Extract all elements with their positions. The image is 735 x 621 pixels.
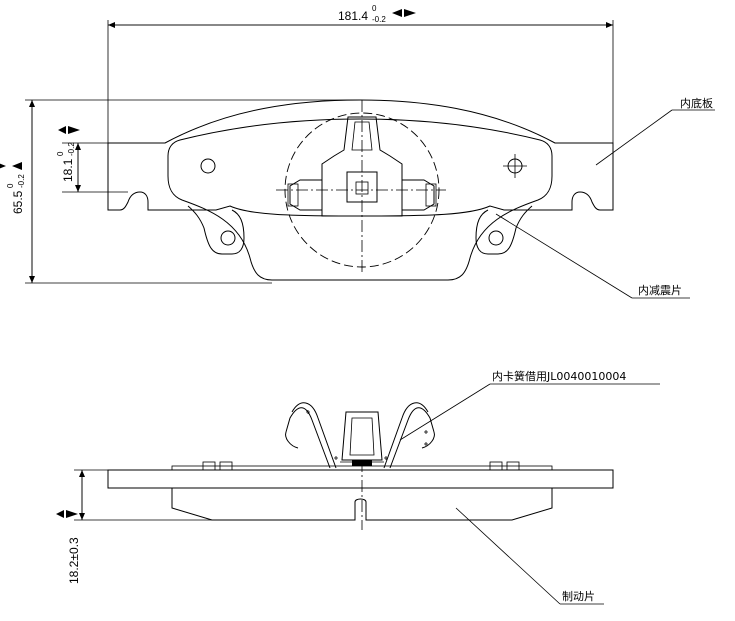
dim-height-lower: -0.2 [17,174,26,188]
dim-height: 65.5 0 -0.2 [0,99,360,284]
leader-spring-clip: 内卡簧借用JL0040010004 [399,369,660,441]
label-shim: 内减震片 [638,283,682,297]
top-spring-clip [287,116,437,217]
hole-lower-left [220,230,236,246]
top-view: 181.4 0 -0.2 65.5 0 -0.2 18.1 [0,4,715,299]
dim-thickness: 18.2±0.3 [56,469,212,584]
dim-tab: 18.1 0 -0.2 [56,126,128,193]
dim-height-upper: 0 [6,183,15,188]
side-view: 18.2±0.3 内卡簧借用JL0040010004 制动片 [56,369,660,605]
dim-width-lower: -0.2 [372,15,386,24]
dim-tab-lower: -0.2 [67,142,76,156]
dim-height-value: 65.5 [11,190,25,214]
dim-width-value: 181.4 [338,9,368,23]
side-friction-pad [171,488,553,521]
dim-thickness-value: 18.2±0.3 [67,537,81,584]
hole-upper-left [200,158,216,174]
dim-tab-value: 18.1 [61,158,75,182]
label-backing-plate: 内底板 [680,96,713,110]
leader-shim: 内减震片 [495,213,690,299]
right-ear [475,205,533,255]
hole-lower-right [488,230,504,246]
dim-width-upper: 0 [372,4,377,13]
side-backing-plate [107,469,614,489]
label-friction-pad: 制动片 [562,590,595,603]
leader-backing-plate: 内底板 [595,96,715,166]
left-ear [187,205,245,255]
shim-outline [167,118,553,281]
leader-friction-pad: 制动片 [455,507,604,605]
label-spring-clip: 内卡簧借用JL0040010004 [492,369,626,383]
side-spring-clip [285,402,435,469]
backing-plate-outline [107,99,614,217]
dim-tab-upper: 0 [56,151,65,156]
dim-width: 181.4 0 -0.2 [107,4,614,143]
